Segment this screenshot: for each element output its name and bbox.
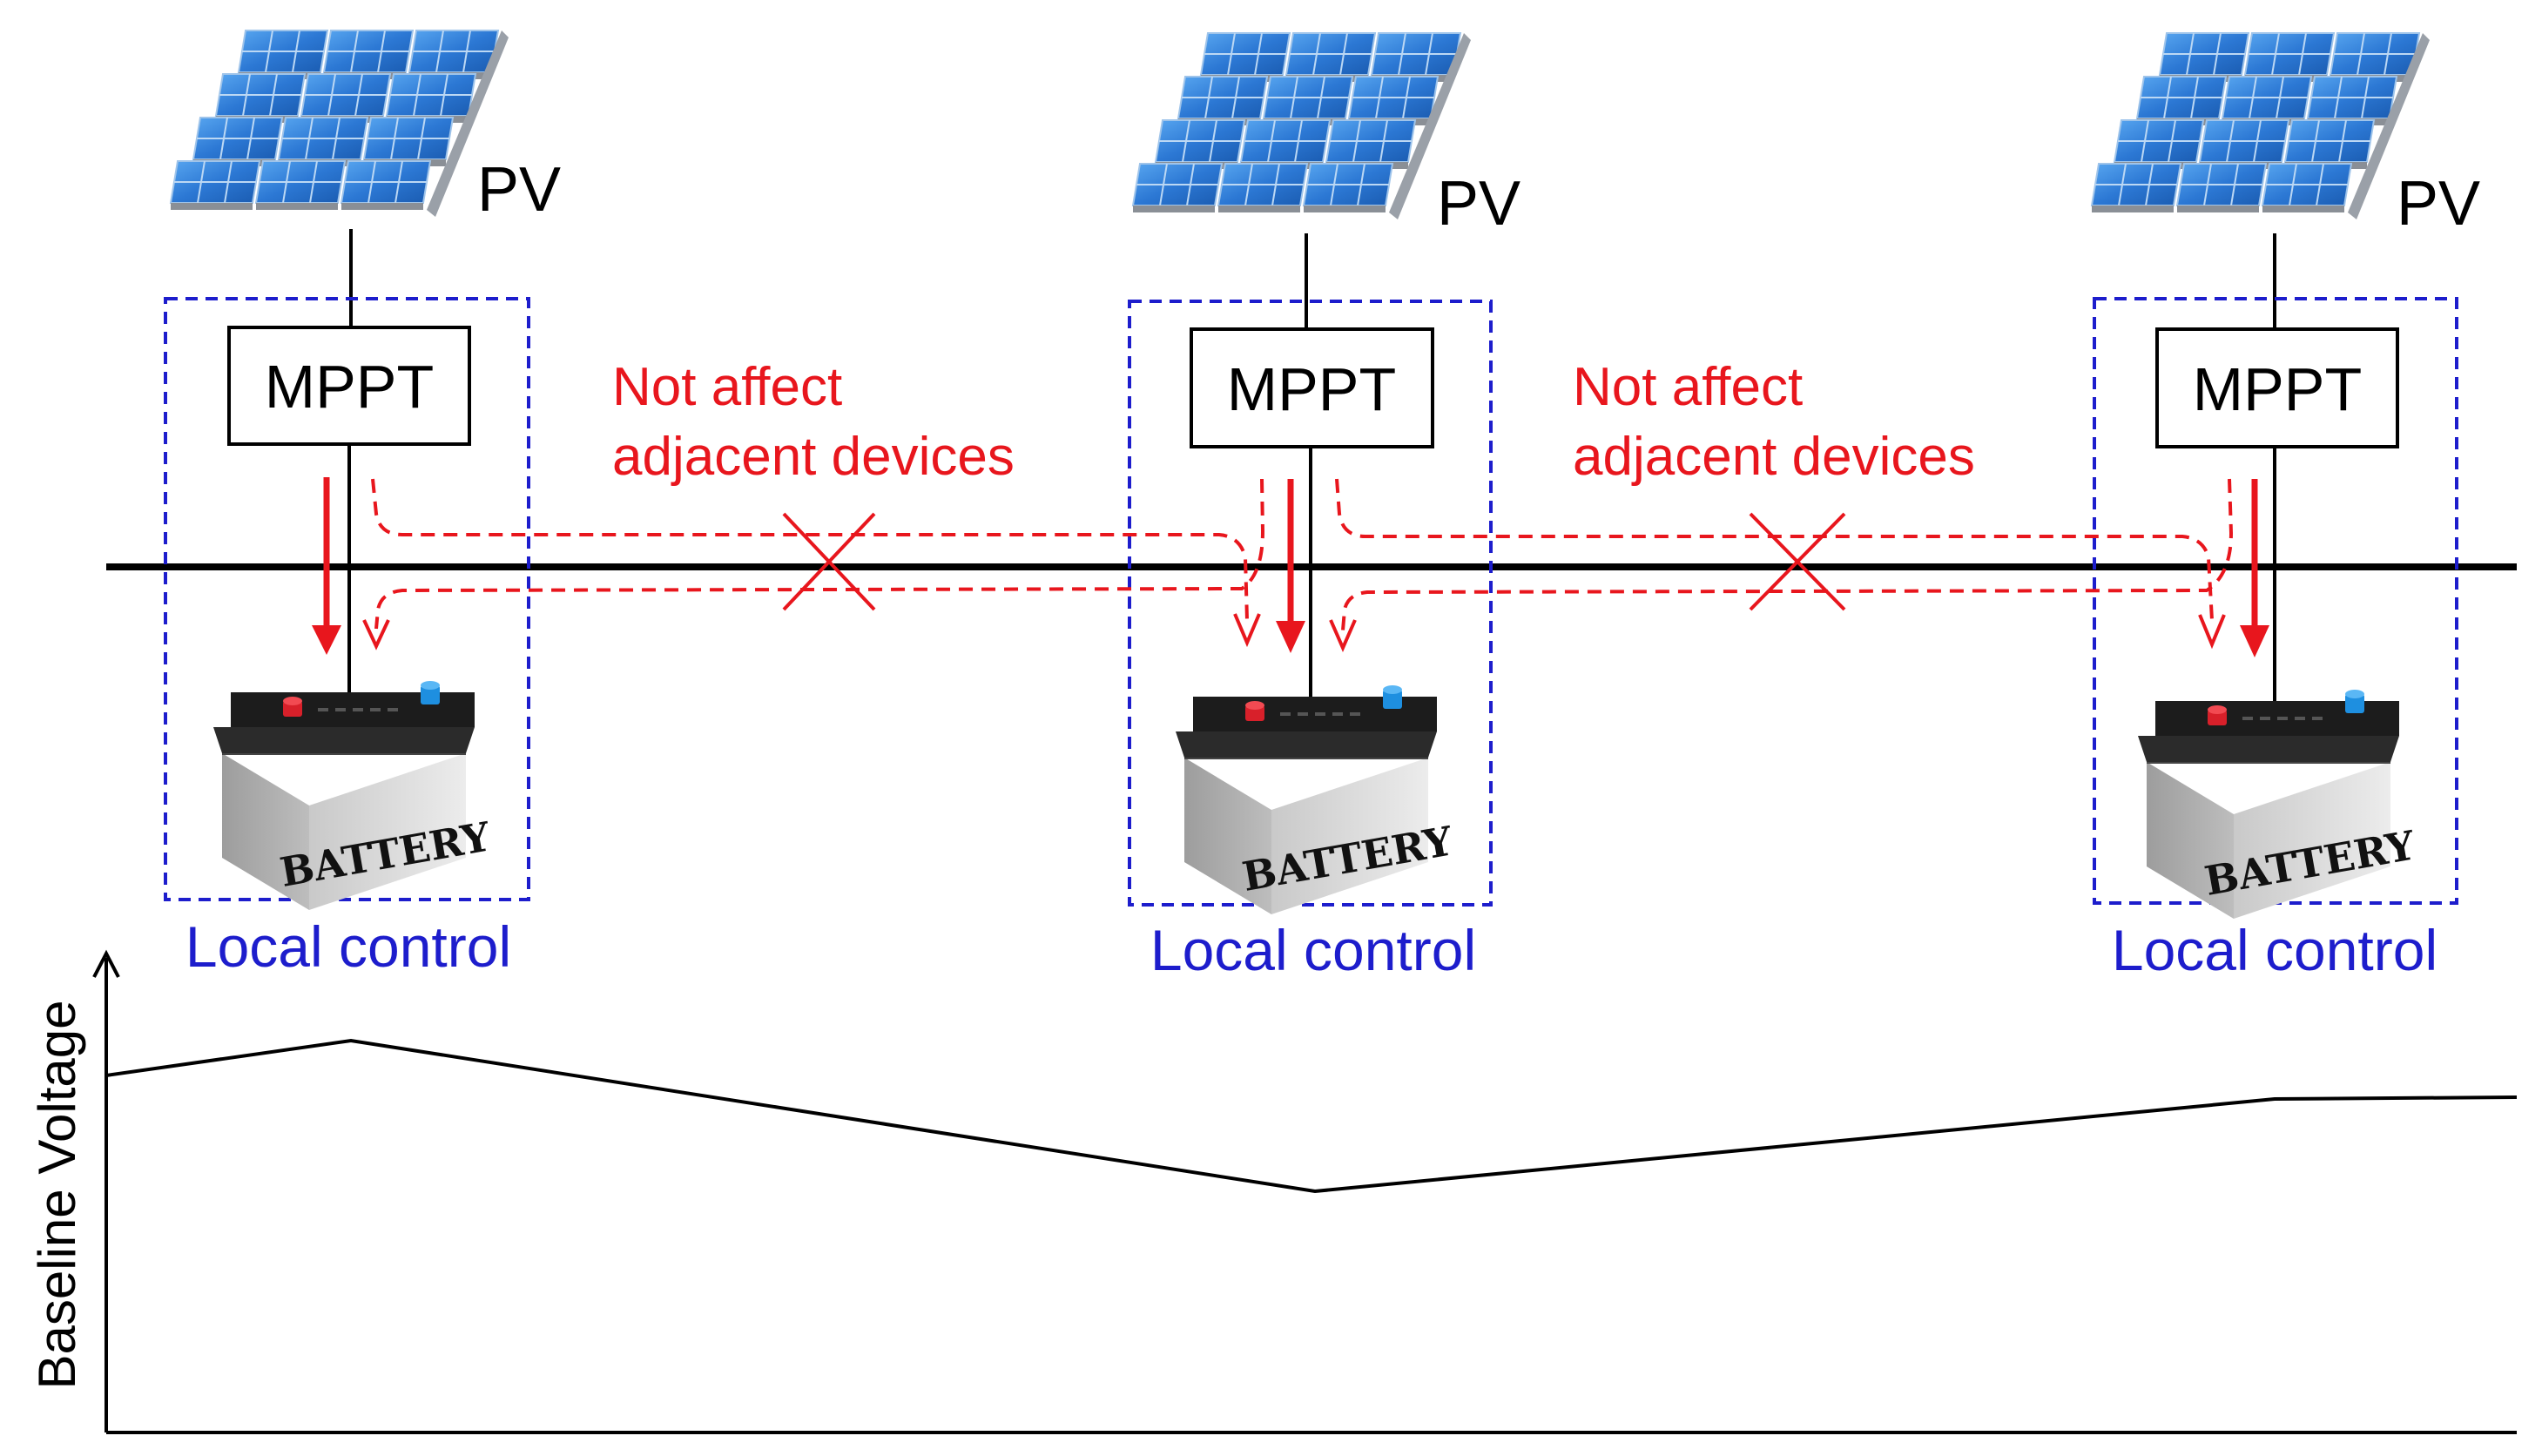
node-3: PV MPPT BATTERY Local control bbox=[2092, 33, 2480, 982]
charge-arrow bbox=[1276, 479, 1305, 653]
block-x-mark bbox=[1749, 512, 1846, 611]
y-axis-label: Baseline Voltage bbox=[28, 1000, 86, 1389]
pv-label: PV bbox=[477, 155, 561, 225]
pv-label: PV bbox=[2397, 169, 2480, 239]
blocked-interaction-left bbox=[371, 478, 1265, 630]
note-right: Not affect adjacent devices bbox=[1573, 357, 1975, 487]
local-control-boundary bbox=[164, 297, 530, 901]
charge-arrow bbox=[2240, 479, 2269, 657]
mppt-label: MPPT bbox=[265, 353, 434, 421]
blocked-interaction-right bbox=[1335, 478, 2234, 631]
note-line-2: adjacent devices bbox=[612, 427, 1015, 487]
dashed-arrowheads-right bbox=[1329, 614, 2226, 652]
pv-array-icon bbox=[2092, 33, 2430, 219]
battery-icon: BATTERY bbox=[212, 679, 495, 912]
mppt-box bbox=[2155, 327, 2399, 448]
mppt-label: MPPT bbox=[1227, 355, 1396, 423]
note-line-2: adjacent devices bbox=[1573, 427, 1975, 487]
pv-array-icon bbox=[171, 30, 509, 217]
mppt-label: MPPT bbox=[2193, 355, 2362, 423]
dashed-path-outgoing bbox=[371, 478, 1249, 621]
mppt-box bbox=[227, 326, 471, 446]
note-line-1: Not affect bbox=[612, 357, 842, 417]
dashed-path-outgoing bbox=[1335, 478, 2214, 621]
node-2: PV MPPT BATTERY Local control bbox=[1128, 33, 1520, 982]
pv-label: PV bbox=[1437, 169, 1520, 239]
note-line-1: Not affect bbox=[1573, 357, 1803, 417]
battery-icon: BATTERY bbox=[2136, 688, 2419, 920]
voltage-curve bbox=[105, 1038, 2518, 1194]
local-control-label: Local control bbox=[185, 914, 511, 979]
dashed-path-incoming bbox=[374, 478, 1265, 630]
local-control-label: Local control bbox=[2112, 918, 2437, 982]
block-x-mark bbox=[782, 512, 876, 611]
voltage-profile-plot: Baseline Voltage bbox=[28, 949, 2518, 1434]
note-left: Not affect adjacent devices bbox=[612, 357, 1015, 487]
dashed-arrowheads-left bbox=[362, 613, 1261, 650]
y-axis-arrowhead bbox=[92, 949, 120, 978]
charge-arrow bbox=[312, 477, 341, 655]
node-1: PV MPPT BATTERY Local control bbox=[164, 30, 561, 979]
pv-array-icon bbox=[1133, 33, 1471, 219]
local-control-boundary bbox=[1128, 300, 1493, 907]
dashed-path-incoming bbox=[1341, 478, 2234, 631]
battery-icon: BATTERY bbox=[1174, 684, 1457, 916]
local-control-label: Local control bbox=[1150, 918, 1476, 982]
